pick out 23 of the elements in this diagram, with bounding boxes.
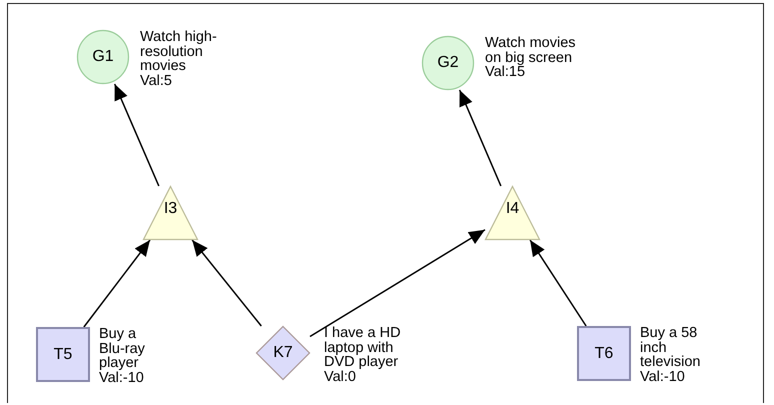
node-description: Watch movies on big screen [485,36,577,65]
value-label: Val:-10 [99,370,145,385]
value-label: Val:-10 [640,370,686,384]
node-description: Watch high-resolution movies [140,30,218,74]
arrow [192,240,262,326]
goal-circle: G2 [422,36,474,90]
goal-circle: G1 [77,30,129,84]
value-label: Val:0 [324,370,357,384]
node-description: Buy a 58 inch television [640,326,702,370]
arrow [310,229,486,338]
arrow [529,240,587,326]
task-box: T5 [36,327,90,382]
triangle-node: I4 [485,186,540,240]
triangle-node: I3 [143,186,198,240]
node-description: Buy a Blu-ray player [99,327,146,370]
node-description: I have a HD laptop with DVD player [324,326,402,370]
diamond-node: K7 [256,326,310,380]
arrow [83,240,151,328]
arrow [458,90,502,186]
value-label: Val:15 [485,65,526,80]
value-label: Val:5 [140,74,173,88]
task-box: T6 [577,326,631,381]
arrow [114,84,160,186]
